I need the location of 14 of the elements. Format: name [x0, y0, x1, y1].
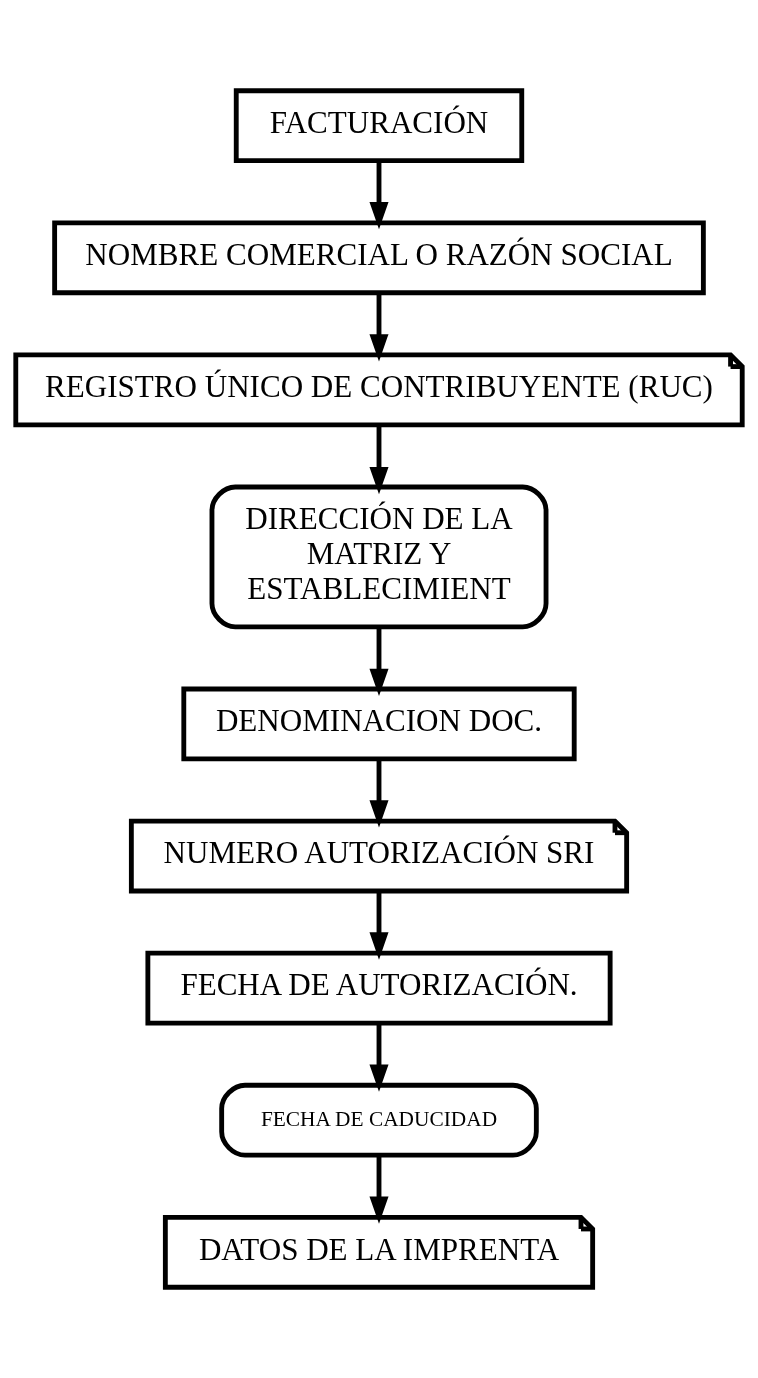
- arrow: [369, 425, 389, 495]
- arrow: [369, 293, 389, 362]
- arrow: [369, 1155, 389, 1224]
- arrow: [369, 627, 389, 697]
- arrow: [369, 1023, 389, 1092]
- arrow: [369, 161, 389, 230]
- node-box: FACTURACIÓN: [233, 88, 525, 164]
- arrow: [369, 891, 389, 960]
- node-box: FECHA DE CADUCIDAD: [219, 1082, 539, 1158]
- node-box: DIRECCIÓN DE LA MATRIZ Y ESTABLECIMIENT: [209, 484, 549, 630]
- node-box: DENOMINACION DOC.: [181, 686, 577, 762]
- node-box: FECHA DE AUTORIZACIÓN.: [145, 950, 613, 1026]
- arrow: [369, 759, 389, 828]
- node-box: NOMBRE COMERCIAL O RAZÓN SOCIAL: [52, 220, 706, 296]
